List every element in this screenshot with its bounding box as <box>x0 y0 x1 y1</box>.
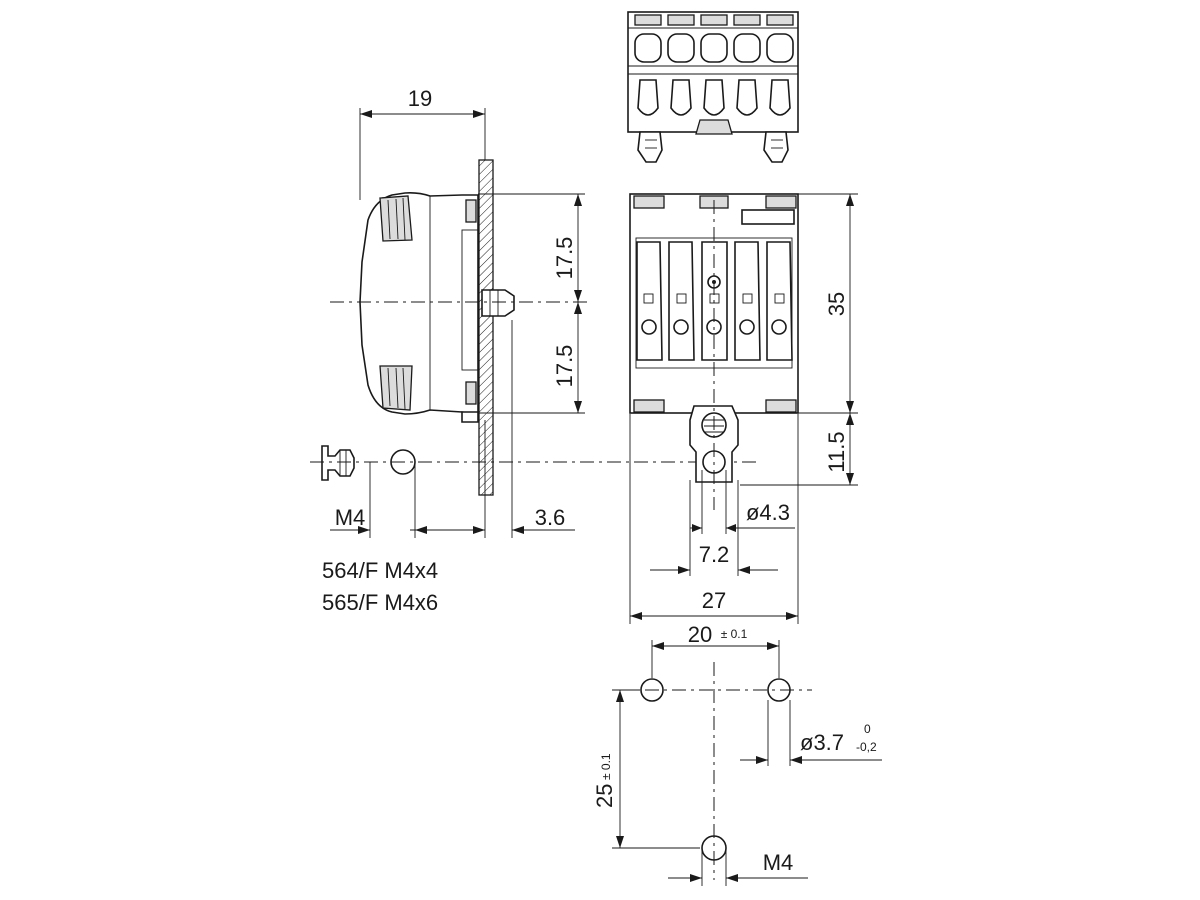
label-m4-left: M4 <box>335 505 366 530</box>
drill-pattern <box>618 662 812 880</box>
dim-tol-20: ± 0.1 <box>721 627 748 641</box>
dim-label-d3-7: ø3.7 <box>800 730 844 755</box>
dim-label-11-5: 11.5 <box>824 431 849 472</box>
dim-label-19: 19 <box>408 86 432 111</box>
dim-tol-upper: 0 <box>864 722 871 736</box>
dim-label-3-6: 3.6 <box>535 505 566 530</box>
dim-m4-bottom: M4 <box>668 848 808 886</box>
screw-detail: M4 <box>321 445 440 538</box>
dim-label-7-2: 7.2 <box>699 542 730 567</box>
top-view <box>627 11 799 163</box>
top-cells <box>634 14 794 63</box>
dim-hole-vertical: 25 ± 0.1 <box>592 689 700 849</box>
dim-label-35: 35 <box>824 292 849 316</box>
dim-hole-spacing: 20 ± 0.1 <box>651 622 780 678</box>
dim-side-heights: 17.5 17.5 <box>478 193 585 414</box>
dim-label-17-5-top: 17.5 <box>552 237 577 280</box>
dim-label-27: 27 <box>702 588 726 613</box>
part-label-564: 564/F M4x4 <box>322 558 438 583</box>
dim-rail-thickness: 3.6 <box>410 320 575 538</box>
dim-tol-lower: -0,2 <box>856 740 877 754</box>
dim-hole-diameter: ø4.3 <box>690 470 795 534</box>
dim-label-20: 20 <box>688 622 712 647</box>
dim-label-d4-3: ø4.3 <box>746 500 790 525</box>
dim-total-width: 27 <box>629 414 799 624</box>
side-view <box>359 159 515 496</box>
dim-side-depth: 19 <box>359 86 486 200</box>
dim-tol-25: ± 0.1 <box>599 753 613 780</box>
dim-clamp-width: 7.2 <box>650 480 778 576</box>
part-label-565: 565/F M4x6 <box>322 590 438 615</box>
dim-label-25: 25 <box>592 784 617 808</box>
dim-drill-diameter: ø3.7 0 -0,2 <box>740 700 882 766</box>
dim-label-17-5-bottom: 17.5 <box>552 345 577 388</box>
dim-front-heights: 35 11.5 <box>740 193 858 486</box>
top-bulbs <box>637 79 791 116</box>
label-m4-bottom: M4 <box>763 850 794 875</box>
